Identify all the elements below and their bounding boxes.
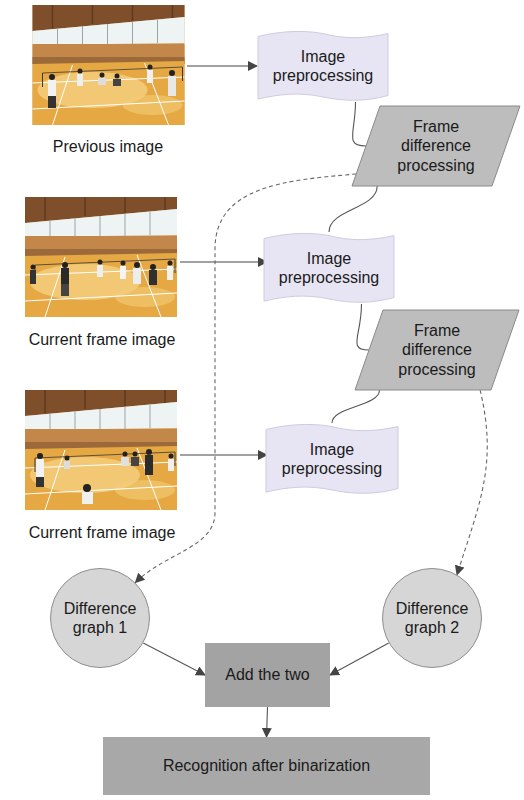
text-group: Frame difference processing	[383, 117, 489, 175]
preprocess-box-outline	[258, 30, 388, 102]
connector	[332, 390, 380, 423]
text-group: Image preprocessing	[269, 249, 389, 287]
current-photo	[25, 197, 177, 317]
text-group: Recognition after binarization	[163, 756, 370, 775]
input-arrow	[187, 65, 257, 66]
node-text: Add the two	[225, 665, 310, 684]
preprocess-box: Image preprocessing	[266, 423, 398, 495]
connector	[352, 102, 366, 146]
preprocess-box-outline	[266, 423, 398, 495]
result-circle: Difference graph 1	[50, 568, 150, 668]
node-text: Difference graph 2	[389, 599, 475, 637]
output-box: Recognition after binarization	[103, 737, 430, 795]
input-arrow	[180, 261, 267, 262]
preprocess-box: Image preprocessing	[264, 232, 394, 304]
node-text: Frame difference processing	[383, 117, 489, 175]
process-parallelogram-fill	[352, 106, 520, 186]
image-caption: Current frame image	[2, 523, 202, 542]
result-circle-outline	[382, 568, 482, 668]
process-box: Add the two	[205, 643, 330, 707]
preprocess-box-fill	[258, 31, 388, 100]
text-group: Add the two	[225, 665, 310, 684]
previous-photo	[33, 5, 185, 125]
process-box-fill	[205, 643, 330, 707]
result-circle-outline	[50, 568, 150, 668]
node-text: Difference graph 1	[57, 599, 143, 637]
connector	[267, 707, 268, 737]
result-circle: Difference graph 2	[382, 568, 482, 668]
node-text: Image preprocessing	[263, 47, 383, 85]
process-parallelogram-fill	[355, 310, 519, 390]
result-circle-fill	[383, 569, 482, 668]
output-box-fill	[103, 737, 430, 795]
text-group: Difference graph 1	[57, 599, 143, 637]
text-group: Image preprocessing	[272, 440, 392, 478]
text-group: Frame difference processing	[385, 321, 489, 379]
result-circle-fill	[51, 569, 150, 668]
image-caption: Current frame image	[2, 330, 202, 349]
image-caption: Previous image	[8, 137, 208, 156]
preprocess-box-outline	[264, 232, 394, 304]
text-group: Difference graph 2	[389, 599, 475, 637]
preprocess-box: Image preprocessing	[258, 30, 388, 102]
dashed-connector	[457, 390, 487, 575]
node-text: Image preprocessing	[272, 440, 392, 478]
node-text: Image preprocessing	[269, 249, 389, 287]
process-parallelogram: Frame difference processing	[352, 106, 520, 186]
process-parallelogram: Frame difference processing	[355, 310, 519, 390]
text-group: Image preprocessing	[263, 47, 383, 85]
preprocess-box-fill	[264, 233, 394, 302]
input-arrow	[180, 454, 267, 455]
connector	[357, 304, 369, 350]
node-text: Frame difference processing	[385, 321, 489, 379]
current-photo	[25, 390, 177, 510]
connector	[143, 643, 205, 675]
connector	[330, 643, 389, 675]
preprocess-box-fill	[266, 424, 398, 493]
node-text: Recognition after binarization	[163, 756, 370, 775]
connector	[329, 186, 377, 232]
